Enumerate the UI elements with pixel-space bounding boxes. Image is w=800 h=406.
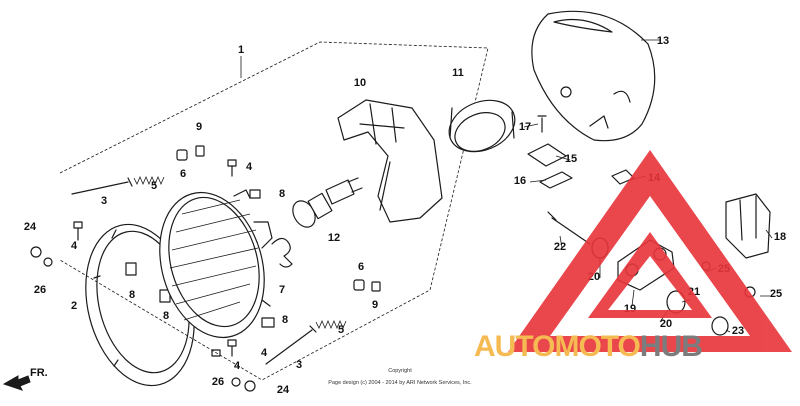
- callout-c24b: 24: [277, 384, 290, 396]
- adjusting-screws: [71, 175, 347, 365]
- watermark-text: AUTOMOTOHUB: [474, 330, 702, 363]
- callout-c25b: 25: [770, 288, 782, 300]
- socket-bracket: [337, 99, 443, 223]
- headlight-case: [531, 10, 656, 142]
- callout-c4a: 4: [246, 161, 253, 173]
- watermark-text-hub: HUB: [640, 330, 702, 363]
- copyright-notice: Copyright Page design (c) 2004 - 2014 by…: [328, 368, 472, 386]
- callout-c4c: 4: [261, 347, 268, 359]
- watermark-triangle: [508, 150, 792, 352]
- headlight-bulb: [292, 177, 363, 228]
- callout-c8b: 8: [129, 289, 135, 301]
- case-mount-hardware: [527, 115, 573, 189]
- callout-c12: 12: [328, 232, 340, 244]
- direction-label: FR.: [30, 367, 48, 379]
- callout-c8c: 8: [163, 310, 169, 322]
- copyright-line-2: Page design (c) 2004 - 2014 by ARI Netwo…: [328, 380, 472, 386]
- callout-c9b: 9: [372, 299, 378, 311]
- callout-c11: 11: [452, 67, 464, 79]
- callout-c16: 16: [514, 175, 526, 187]
- callout-c4b: 4: [71, 240, 78, 252]
- callout-c24a: 24: [24, 221, 37, 233]
- callout-c5a: 5: [151, 180, 157, 192]
- copyright-line-1: Copyright: [388, 368, 412, 374]
- mounting-ring: [448, 99, 516, 153]
- callout-c2: 2: [71, 300, 77, 312]
- callout-c6a: 6: [180, 168, 186, 180]
- watermark-inner-triangle: [588, 232, 712, 318]
- callout-c22: 22: [554, 241, 566, 253]
- callout-c6b: 6: [358, 261, 364, 273]
- callout-c15: 15: [565, 153, 577, 165]
- watermark-text-automoto: AUTOMOTO: [474, 330, 641, 363]
- callout-c8a: 8: [279, 188, 285, 200]
- group-frame: [59, 41, 489, 381]
- callout-c13: 13: [657, 35, 669, 47]
- small-hardware: [30, 145, 381, 392]
- headlight-lens-unit: [159, 189, 293, 339]
- callout-c9a: 9: [196, 121, 202, 133]
- callout-c10: 10: [354, 77, 366, 89]
- callout-c5b: 5: [338, 324, 344, 336]
- callout-c8d: 8: [282, 314, 288, 326]
- callout-c17: 17: [519, 121, 531, 133]
- callout-c3b: 3: [296, 359, 302, 371]
- callout-c20b: 20: [660, 318, 672, 330]
- callout-c18: 18: [774, 231, 786, 243]
- automotohub-watermark: AUTOMOTOHUB: [474, 150, 792, 363]
- callout-c26a: 26: [34, 284, 46, 296]
- callout-c23: 23: [732, 325, 744, 337]
- callout-c1: 1: [238, 44, 244, 56]
- callout-c26b: 26: [212, 376, 224, 388]
- front-direction-arrow: FR.: [2, 367, 48, 391]
- callout-c3a: 3: [101, 195, 107, 207]
- callout-c7: 7: [279, 284, 285, 296]
- callout-c4d: 4: [234, 360, 241, 372]
